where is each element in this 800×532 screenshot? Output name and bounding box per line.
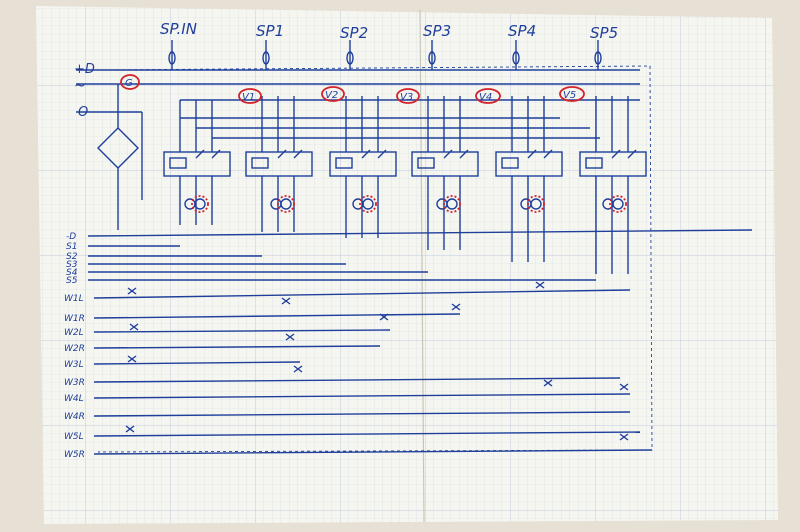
wire-label-w3r: W3R xyxy=(64,378,85,388)
header-label-sp2: SP2 xyxy=(340,24,368,42)
bus-lines xyxy=(87,229,753,281)
diode-marks xyxy=(125,281,629,441)
bus-label-s3: S3 xyxy=(66,260,78,270)
header-labels: SP.IN SP1 SP2 SP3 SP4 SP5 xyxy=(160,20,618,42)
wire-label-w5l: W5L xyxy=(64,432,84,442)
wire-label-w2r: W2R xyxy=(64,344,85,354)
wire-lines xyxy=(93,289,653,455)
relay-label-g: G xyxy=(125,78,133,89)
relay-cells xyxy=(163,96,647,274)
relay-cell-4 xyxy=(495,96,563,262)
wire-label-w4r: W4R xyxy=(64,412,85,422)
bus-label-s5: S5 xyxy=(66,276,78,286)
supply-labels: +D ~ O xyxy=(74,62,95,120)
header-label-sp4: SP4 xyxy=(508,22,536,40)
wire-label-w5r: W5R xyxy=(64,450,85,460)
relay-label-v1: V1 xyxy=(242,92,255,103)
bus-label-s4: S4 xyxy=(66,268,78,278)
bus-labels: -D S1 S2 S3 S4 S5 xyxy=(66,232,78,286)
supply-label-zero: O xyxy=(78,105,88,120)
supply-label-plus: +D xyxy=(74,62,95,77)
wire-label-w1r: W1R xyxy=(64,314,85,324)
header-label-sp1: SP1 xyxy=(256,22,284,40)
relay-labels: G V1 V2 V3 V4 V5 xyxy=(125,78,576,103)
bus-label-s1: S1 xyxy=(66,242,77,252)
interconnects xyxy=(180,99,640,139)
paper-fold xyxy=(419,9,425,523)
relay-label-v2: V2 xyxy=(325,90,338,101)
frame-dashed xyxy=(97,65,653,453)
header-label-sp5: SP5 xyxy=(590,24,618,42)
relay-cell-1 xyxy=(245,96,313,232)
bus-label-s2: S2 xyxy=(66,252,78,262)
ink-layer xyxy=(76,40,753,455)
supply-label-ac: ~ xyxy=(74,78,86,94)
relay-label-v5: V5 xyxy=(563,90,576,101)
header-label-sp3: SP3 xyxy=(423,22,451,40)
relay-cell-3 xyxy=(411,96,479,250)
wire-label-w2l: W2L xyxy=(64,328,84,338)
red-annotations xyxy=(120,74,627,213)
wire-label-w3l: W3L xyxy=(64,360,84,370)
relay-cell-0 xyxy=(163,100,231,225)
wire-labels: W1L W1R W2L W2R W3L W3R W4L W4R W5L W5R xyxy=(64,294,85,460)
wire-label-w1l: W1L xyxy=(64,294,84,304)
header-drops xyxy=(168,40,602,70)
relay-label-v4: V4 xyxy=(479,92,492,103)
relay-cell-2 xyxy=(329,96,397,238)
relay-cell-5 xyxy=(579,96,647,274)
wire-label-w4l: W4L xyxy=(64,394,84,404)
header-label-spin: SP.IN xyxy=(160,20,197,38)
bus-label-d: -D xyxy=(66,232,76,242)
relay-label-v3: V3 xyxy=(400,92,413,103)
